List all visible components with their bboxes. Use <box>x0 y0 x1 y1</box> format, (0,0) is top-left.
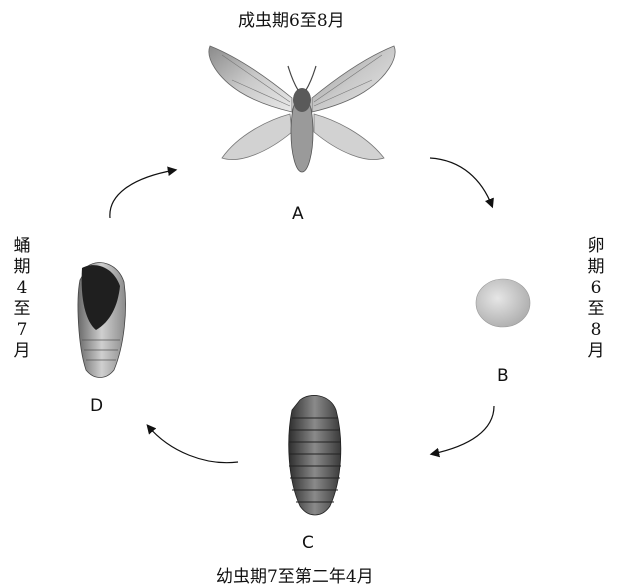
arrow-larva-to-pupa <box>148 426 238 463</box>
pupa-letter: D <box>90 396 103 416</box>
arrow-egg-to-larva <box>432 406 494 454</box>
adult-letter: A <box>292 204 304 224</box>
pupa-image <box>78 263 126 378</box>
larva-letter: C <box>302 533 314 553</box>
egg-caption: 卵期6至8月 <box>586 236 606 362</box>
egg-letter: B <box>497 366 509 386</box>
adult-moth-image <box>209 46 395 172</box>
arrow-pupa-to-adult <box>110 170 175 218</box>
arrow-adult-to-egg <box>430 158 492 206</box>
larva-image <box>289 395 341 515</box>
adult-caption: 成虫期6至8月 <box>238 6 345 31</box>
pupa-caption: 蛹期4至7月 <box>12 236 32 362</box>
egg-image <box>476 279 530 327</box>
larva-caption: 幼虫期7至第二年4月 <box>216 562 374 587</box>
